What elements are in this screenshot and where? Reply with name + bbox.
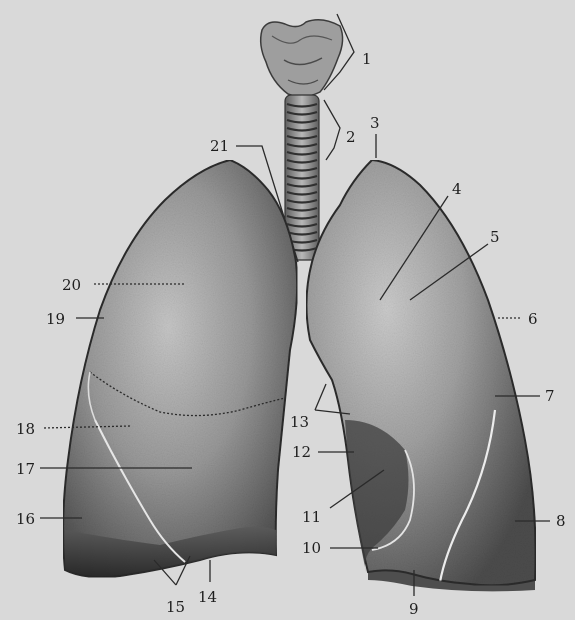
label-21: 21 <box>210 137 229 155</box>
label-19: 19 <box>46 310 65 328</box>
label-17: 17 <box>16 460 35 478</box>
label-14: 14 <box>198 588 217 606</box>
label-4: 4 <box>452 180 462 198</box>
label-18: 18 <box>16 420 35 438</box>
label-3: 3 <box>370 114 380 132</box>
label-20: 20 <box>62 276 81 294</box>
label-9: 9 <box>409 600 419 618</box>
right-lung <box>63 160 297 577</box>
label-7: 7 <box>545 387 555 405</box>
left-lung <box>306 160 535 591</box>
label-1: 1 <box>362 50 372 68</box>
label-8: 8 <box>556 512 566 530</box>
label-5: 5 <box>490 228 500 246</box>
label-16: 16 <box>16 510 35 528</box>
larynx <box>261 20 343 97</box>
label-6: 6 <box>528 310 538 328</box>
label-15: 15 <box>166 598 185 616</box>
label-11: 11 <box>302 508 321 526</box>
label-2: 2 <box>346 128 356 146</box>
label-13: 13 <box>290 413 309 431</box>
label-10: 10 <box>302 539 321 557</box>
label-12: 12 <box>292 443 311 461</box>
